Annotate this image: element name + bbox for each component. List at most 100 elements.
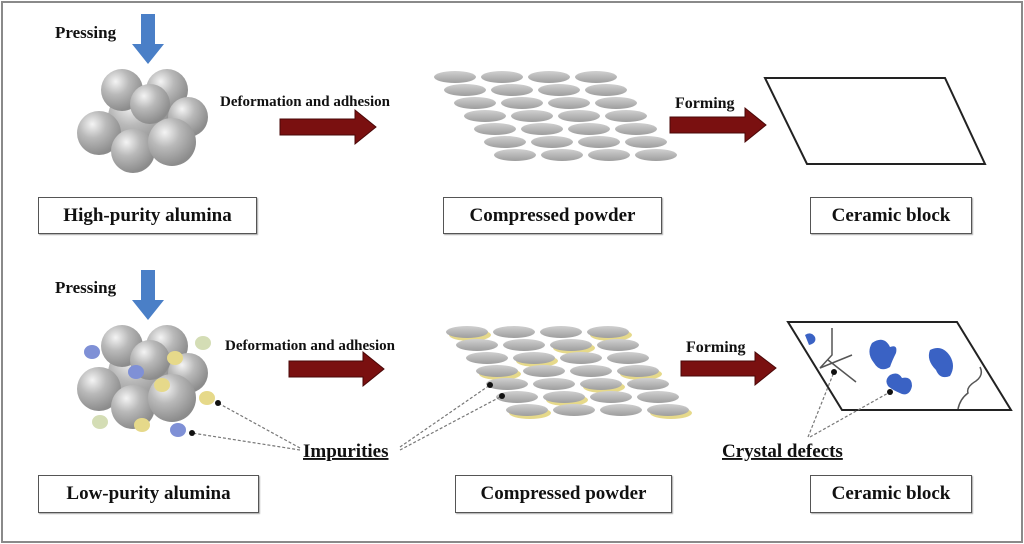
compressed-disk	[486, 378, 528, 390]
deformation-label-bottom: Deformation and adhesion	[225, 338, 396, 354]
compressed-disk	[597, 339, 639, 351]
compressed-disk	[506, 404, 548, 416]
compressed-disk	[617, 365, 659, 377]
compressed-disk	[476, 365, 518, 377]
compressed-disk	[494, 149, 536, 161]
compressed-disk	[538, 84, 580, 96]
alumina-particle	[77, 367, 121, 411]
compressed-disk	[474, 123, 516, 135]
compressed-disk	[568, 123, 610, 135]
pressing-arrow-top	[132, 14, 164, 64]
compressed-powder-disks-top	[434, 71, 677, 161]
impurity-particle	[195, 336, 211, 350]
compressed-disk	[575, 71, 617, 83]
forming-label-top: Forming	[675, 95, 735, 112]
compressed-disk	[493, 326, 535, 338]
impurity-particle	[167, 351, 183, 365]
label-high-purity-alumina: High-purity alumina	[38, 197, 257, 234]
compressed-disk	[587, 326, 629, 338]
alumina-particle	[148, 118, 196, 166]
compressed-disk	[585, 84, 627, 96]
compressed-disk	[580, 378, 622, 390]
compressed-disk	[595, 97, 637, 109]
impurity-particle	[128, 365, 144, 379]
compressed-disk	[553, 404, 595, 416]
alumina-particle	[111, 385, 155, 429]
forming-arrow-bottom	[680, 350, 777, 387]
deformation-arrow-bottom	[288, 350, 385, 388]
compressed-disk	[607, 352, 649, 364]
compressed-disk	[540, 326, 582, 338]
compressed-disk	[550, 339, 592, 351]
compressed-disk	[625, 136, 667, 148]
impurity-particle	[134, 418, 150, 432]
alumina-particle	[111, 129, 155, 173]
compressed-disk	[496, 391, 538, 403]
compressed-disk	[491, 84, 533, 96]
label-ceramic-block-top: Ceramic block	[810, 197, 972, 234]
impurity-particle	[92, 415, 108, 429]
compressed-disk	[541, 149, 583, 161]
compressed-disk	[503, 339, 545, 351]
crystal-defects	[805, 328, 983, 410]
compressed-disk	[513, 352, 555, 364]
label-low-purity-alumina: Low-purity alumina	[38, 475, 259, 513]
compressed-disk	[444, 84, 486, 96]
high-purity-particle-cluster	[77, 69, 208, 173]
compressed-disk	[588, 149, 630, 161]
compressed-disk	[637, 391, 679, 403]
impurities-label: Impurities	[303, 441, 389, 462]
impurity-particle	[170, 423, 186, 437]
deformation-label-top: Deformation and adhesion	[220, 94, 391, 110]
compressed-disk	[600, 404, 642, 416]
compressed-disk	[605, 110, 647, 122]
compressed-disk	[578, 136, 620, 148]
compressed-disk	[446, 326, 488, 338]
label-ceramic-block-bottom: Ceramic block	[810, 475, 972, 513]
alumina-particle	[77, 111, 121, 155]
impurity-particle	[199, 391, 215, 405]
ceramic-block-bottom	[786, 321, 1013, 411]
compressed-disk	[635, 149, 677, 161]
impurity-particle	[84, 345, 100, 359]
alumina-particle	[130, 84, 170, 124]
compressed-disk	[647, 404, 689, 416]
compressed-disk	[548, 97, 590, 109]
compressed-disk	[434, 71, 476, 83]
compressed-disk	[560, 352, 602, 364]
compressed-disk	[501, 97, 543, 109]
compressed-disk	[484, 136, 526, 148]
forming-label-bottom: Forming	[686, 339, 746, 356]
compressed-disk	[464, 110, 506, 122]
compressed-disk	[521, 123, 563, 135]
compressed-disk	[615, 123, 657, 135]
compressed-disk	[523, 365, 565, 377]
pressing-label-top: Pressing	[55, 23, 117, 42]
compressed-disk	[531, 136, 573, 148]
compressed-disk	[627, 378, 669, 390]
compressed-disk	[511, 110, 553, 122]
deformation-arrow-top	[279, 108, 377, 146]
label-compressed-powder-bottom: Compressed powder	[455, 475, 672, 513]
compressed-disk	[456, 339, 498, 351]
compressed-disk	[481, 71, 523, 83]
compressed-disk	[543, 391, 585, 403]
alumina-particle	[148, 374, 196, 422]
pressing-label-bottom: Pressing	[55, 278, 117, 297]
compressed-powder-disks-bottom	[446, 326, 692, 419]
low-purity-particle-cluster	[77, 325, 215, 437]
compressed-disk	[570, 365, 612, 377]
forming-arrow-top	[669, 106, 767, 144]
compressed-disk	[528, 71, 570, 83]
compressed-disk	[454, 97, 496, 109]
label-compressed-powder-top: Compressed powder	[443, 197, 662, 234]
pressing-arrow-bottom	[132, 270, 164, 320]
compressed-disk	[590, 391, 632, 403]
impurity-particle	[154, 378, 170, 392]
compressed-disk	[558, 110, 600, 122]
ceramic-block-top	[763, 77, 987, 165]
compressed-disk	[533, 378, 575, 390]
crystal-defects-label: Crystal defects	[722, 441, 843, 462]
